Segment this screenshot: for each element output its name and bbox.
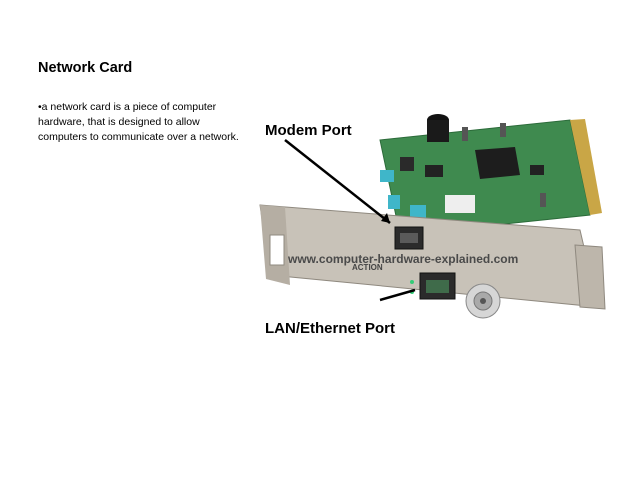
slide-title: Network Card bbox=[38, 60, 133, 76]
network-card-figure: ACTION www.computer-hardware-explained.c… bbox=[240, 95, 615, 345]
lan-pointer-arrow bbox=[379, 288, 416, 302]
circuit-board bbox=[379, 114, 602, 236]
modem-pointer-arrow bbox=[284, 139, 391, 224]
bracket-brand-text: ACTION bbox=[352, 263, 383, 272]
lan-port-label: LAN/Ethernet Port bbox=[265, 320, 395, 337]
watermark-text: www.computer-hardware-explained.com bbox=[287, 252, 518, 266]
modem-arrowhead bbox=[381, 213, 390, 223]
metal-bracket: ACTION bbox=[259, 204, 606, 319]
network-card-illustration: ACTION www.computer-hardware-explained.c… bbox=[259, 114, 606, 337]
modem-port-label: Modem Port bbox=[265, 122, 352, 139]
slide-bullet-text: •a network card is a piece of computer h… bbox=[38, 101, 239, 144]
